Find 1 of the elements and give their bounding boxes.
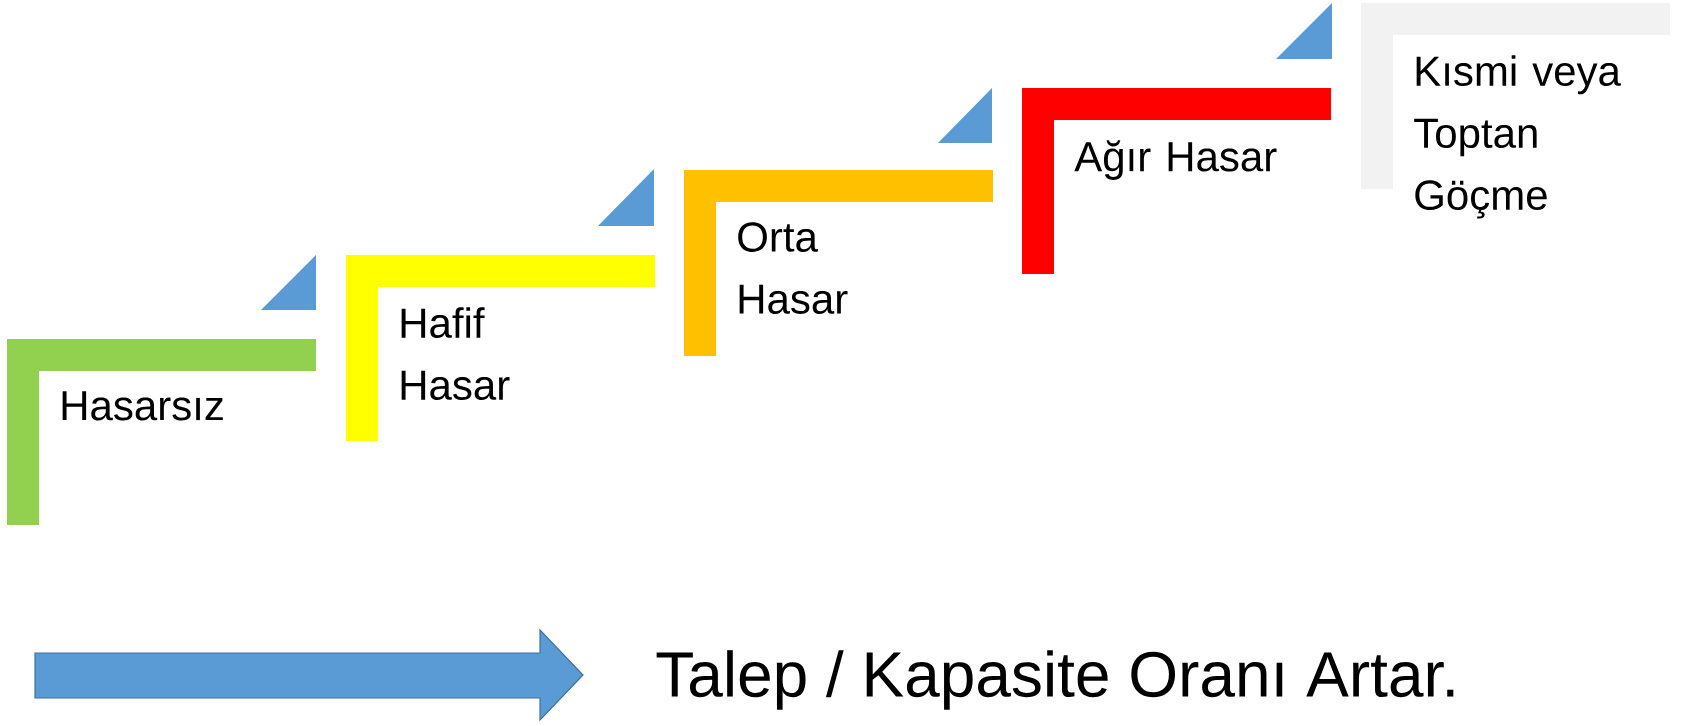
caption-text: Talep / Kapasite Oranı Artar.	[656, 650, 1454, 710]
